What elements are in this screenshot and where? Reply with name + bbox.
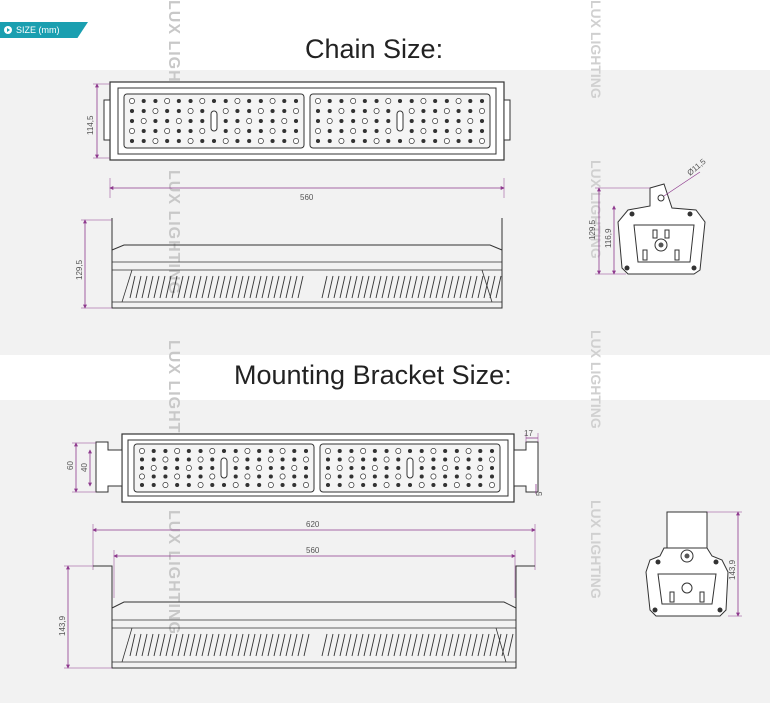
dim-chain-height-top: 114,5: [86, 115, 95, 135]
dim-bracket-length-inner: 560: [306, 546, 320, 555]
watermark-column-left: LUX LIGHTING LUX LIGHTING LUX LIGHTING L…: [160, 0, 190, 703]
watermark-text: LUX LIGHTING: [588, 330, 604, 429]
size-badge-label: SIZE (mm): [16, 25, 60, 35]
watermark-text: LUX LIGHTING: [588, 500, 604, 599]
bracket-size-title: Mounting Bracket Size:: [234, 360, 512, 390]
dim-chain-end-outer: 129,5: [588, 219, 597, 240]
dim-bracket-length-outer: 620: [306, 520, 320, 529]
bracket-side-view: [93, 565, 535, 669]
dim-chain-height-side: 129,5: [75, 259, 84, 280]
chain-end-view: [617, 183, 706, 275]
led-module: [123, 93, 305, 149]
dim-chain-end-inner: 116,9: [604, 228, 613, 248]
dim-bracket-height-side: 143,9: [58, 615, 67, 636]
chain-side-view: [111, 218, 503, 309]
dim-bracket-17: 17: [524, 429, 533, 438]
chain-top-view: [103, 81, 511, 161]
size-badge: SIZE (mm): [0, 22, 88, 38]
dim-bracket-40: 40: [80, 463, 89, 472]
arrow-circle-icon: [4, 26, 12, 34]
dim-chain-length: 560: [300, 193, 314, 202]
led-module: [133, 443, 315, 493]
heatsink-fins: [129, 633, 514, 657]
watermark-text: LUX LIGHTING: [165, 170, 182, 295]
dim-bracket-end-height: 143,9: [728, 559, 737, 580]
watermark-text: LUX LIGHTING: [588, 0, 604, 99]
bracket-end-view: [645, 511, 729, 617]
bracket-top-view: [95, 433, 539, 503]
led-module: [319, 443, 501, 493]
watermark-text: LUX LIGHTING: [165, 510, 182, 635]
dim-bracket-5: 5: [535, 491, 544, 496]
heatsink-fins: [129, 275, 502, 299]
chain-size-title: Chain Size:: [305, 34, 444, 64]
led-module: [309, 93, 491, 149]
dim-bracket-60: 60: [66, 461, 75, 470]
watermark-column-right: LUX LIGHTING LUX LIGHTING LUX LIGHTING L…: [585, 0, 611, 703]
